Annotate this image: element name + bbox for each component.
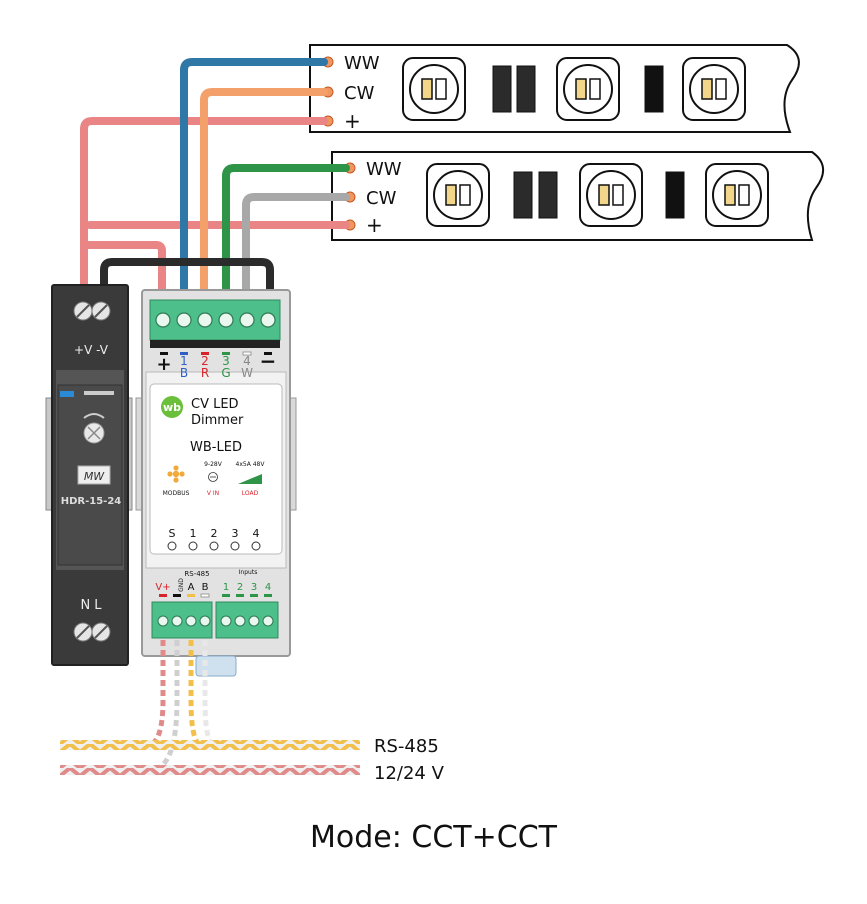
power-cable-label: 12/24 V: [374, 763, 445, 784]
led-chip: [579, 163, 643, 227]
load-icon: [238, 474, 262, 484]
rs485-label: RS-485: [184, 570, 209, 578]
gray-wire: [242, 193, 350, 316]
terminal-3: 3: [222, 354, 230, 368]
inputs-label: Inputs: [239, 569, 258, 576]
wb-logo: [161, 396, 183, 418]
resistor: [516, 65, 536, 113]
terminal-3-letter: G: [221, 366, 230, 380]
vin-label: V IN: [207, 490, 219, 497]
mw-logo: [77, 465, 111, 485]
din-clip: [195, 655, 237, 677]
terminal-2: 2: [201, 354, 209, 368]
load-label: LOAD: [242, 490, 259, 497]
led-strip-2: WW CW +: [331, 151, 824, 241]
resistor: [538, 171, 558, 219]
psu-bottom-terminals: N L: [80, 598, 102, 613]
led-chip: [705, 163, 769, 227]
indicator-label: 3: [232, 527, 239, 540]
terminal-plus: +: [156, 354, 171, 375]
resistor: [644, 65, 664, 113]
wires: [80, 58, 350, 316]
led-chip: [426, 163, 490, 227]
power-cable: [60, 765, 360, 775]
load-range: 4x5A 48V: [236, 461, 266, 468]
led-chip: [682, 57, 746, 121]
psu-top-terminals: +V -V: [74, 343, 109, 357]
a-label: A: [188, 582, 195, 593]
vplus-label: V+: [155, 582, 170, 593]
terminal-minus: −: [260, 349, 277, 373]
input-2-label: 2: [237, 582, 243, 593]
mode-caption: Mode: CCT+CCT: [310, 820, 557, 855]
pink-wire: [80, 117, 328, 289]
strip2-cw-label: CW: [366, 188, 397, 209]
indicator-led: [167, 541, 177, 551]
strip1-ww-label: WW: [344, 53, 380, 74]
resistor: [492, 65, 512, 113]
strip1-plus-label: +: [344, 109, 361, 133]
brand-mark: MW: [84, 470, 105, 483]
pink-wire: [86, 241, 166, 316]
input-4-label: 4: [265, 582, 271, 593]
led-dimmer: + 1 B 2 R 3 G 4 W − wb CV LED Dimmer WB-…: [135, 289, 297, 677]
led-strip-1: WW CW +: [309, 44, 800, 133]
wb-logo-text: wb: [163, 401, 181, 414]
rs485-cable: [60, 740, 360, 750]
dimmer-title-2: Dimmer: [191, 413, 244, 428]
indicator-led: [188, 541, 198, 551]
indicator-label: 4: [253, 527, 260, 540]
indicator-led: [230, 541, 240, 551]
power-supply: MW HDR-15-24 +V -V N L: [45, 284, 133, 666]
rs485-cable-label: RS-485: [374, 736, 439, 757]
blue-wire: [180, 58, 328, 316]
terminal-1: 1: [180, 354, 188, 368]
output-terminal-block: [149, 299, 281, 341]
resistor: [665, 171, 685, 219]
input-1-label: 1: [223, 582, 229, 593]
indicator-label: S: [169, 527, 176, 540]
terminal-1-letter: B: [180, 366, 188, 380]
vin-icon: [208, 472, 218, 482]
status-led: [60, 391, 74, 397]
terminal-2-letter: R: [201, 366, 209, 380]
black-wire: [100, 258, 274, 316]
dimmer-model: WB-LED: [190, 440, 242, 455]
green-wire: [222, 164, 350, 316]
strip1-cw-label: CW: [344, 83, 375, 104]
resistor: [513, 171, 533, 219]
terminal-4: 4: [243, 354, 251, 368]
led-chip: [402, 57, 466, 121]
modbus-label: MODBUS: [163, 490, 190, 497]
gnd-label: GND: [178, 578, 185, 592]
psu-model: HDR-15-24: [61, 496, 122, 507]
strip2-ww-label: WW: [366, 159, 402, 180]
indicator-led: [209, 541, 219, 551]
indicator-label: 1: [190, 527, 197, 540]
indicator-led: [251, 541, 261, 551]
orange-wire: [200, 88, 328, 316]
led-chip: [556, 57, 620, 121]
dimmer-title-1: CV LED: [191, 397, 239, 412]
vin-range: 9-28V: [204, 461, 223, 468]
b-label: B: [202, 582, 209, 593]
modbus-icon: [167, 465, 185, 483]
indicator-label: 2: [211, 527, 218, 540]
cables: RS-485 12/24 V: [60, 640, 445, 784]
terminal-4-letter: W: [241, 366, 253, 380]
strip2-plus-label: +: [366, 213, 383, 237]
input-3-label: 3: [251, 582, 257, 593]
